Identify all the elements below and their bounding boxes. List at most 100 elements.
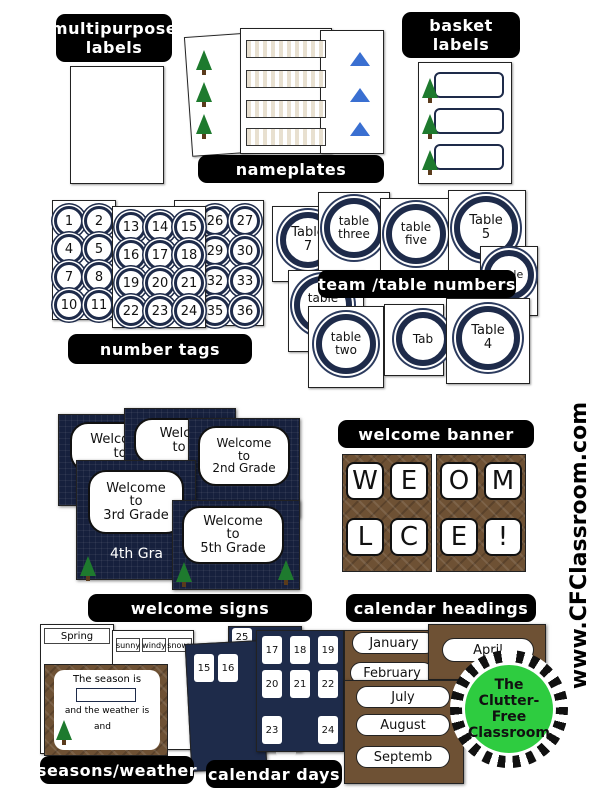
number-tag: 18: [174, 240, 204, 270]
number-tag: 14: [145, 212, 175, 242]
number-tag: 23: [145, 296, 175, 326]
multipurpose-label: [76, 142, 114, 166]
nameplate-strip: [246, 100, 326, 118]
banner-letter: O: [440, 462, 478, 500]
season-blank: [76, 688, 136, 702]
number-tag: 10: [54, 290, 84, 320]
tent-icon: [350, 52, 370, 66]
month-label: Septemb: [356, 746, 450, 768]
number-tag: 21: [174, 268, 204, 298]
multipurpose-label: [76, 76, 114, 100]
multipurpose-labels-title: multipurpose labels: [51, 14, 177, 62]
calendar-day: 23: [262, 716, 282, 744]
month-label: August: [356, 714, 450, 736]
banner-letter: M: [484, 462, 522, 500]
weather-label: sunny: [116, 638, 140, 652]
banner-letter: !: [484, 518, 522, 556]
basket-labels-title: basket labels: [402, 12, 520, 58]
number-tag: 4: [54, 234, 84, 264]
team-table-numbers-title: team /table numbers: [318, 270, 516, 298]
calendar-day: 16: [218, 654, 238, 682]
number-tag: 27: [230, 206, 260, 236]
side-url: www.CFClassroom.com: [562, 400, 598, 690]
number-tag: 5: [84, 234, 114, 264]
tree-icon: [422, 78, 438, 103]
number-tag: 24: [174, 296, 204, 326]
basket-label: [434, 144, 504, 170]
weather-and-text: and: [94, 722, 111, 732]
tree-icon: [196, 50, 212, 75]
number-tags-title: number tags: [68, 334, 252, 364]
number-tag: 16: [116, 240, 146, 270]
season-text: The season is: [72, 674, 142, 685]
banner-letter: W: [346, 462, 384, 500]
tent-icon: [350, 88, 370, 102]
calendar-day: 24: [318, 716, 338, 744]
welcome-sign-frame: Welcome to 2nd Grade: [198, 426, 290, 486]
month-label: February: [350, 662, 434, 684]
logo-text: The Clutter-Free Classroom: [468, 676, 550, 742]
nameplates-title: nameplates: [198, 155, 384, 183]
tree-icon: [56, 720, 72, 745]
calendar-day: 17: [262, 636, 282, 664]
tree-icon: [196, 82, 212, 107]
calendar-days-title: calendar days: [206, 760, 342, 788]
basket-label: [434, 72, 504, 98]
welcome-sign-frame: Welcome to 3rd Grade: [88, 470, 184, 534]
tree-icon: [196, 114, 212, 139]
weather-label: windy: [142, 638, 166, 652]
calendar-day: 21: [290, 670, 310, 698]
multipurpose-label: [122, 76, 160, 100]
calendar-day: 22: [318, 670, 338, 698]
weather-text: and the weather is: [64, 706, 150, 716]
banner-letter: E: [390, 462, 428, 500]
calendar-day: 15: [194, 654, 214, 682]
calendar-day: 18: [290, 636, 310, 664]
welcome-signs-title: welcome signs: [88, 594, 312, 622]
multipurpose-label: [122, 108, 160, 132]
month-label: July: [356, 686, 450, 708]
seasons-weather-title: seasons/weather: [37, 756, 197, 784]
number-tag: 30: [230, 236, 260, 266]
welcome-sign-frame: Welcome to 5th Grade: [182, 506, 284, 564]
tree-icon: [422, 114, 438, 139]
tree-icon: [80, 556, 96, 581]
number-tag: 17: [145, 240, 175, 270]
tree-icon: [278, 560, 294, 585]
basket-label: [434, 108, 504, 134]
welcome-banner-title: welcome banner: [338, 420, 534, 448]
calendar-headings-title: calendar headings: [346, 594, 536, 622]
multipurpose-label: [76, 108, 114, 132]
number-tag: 20: [145, 268, 175, 298]
number-tag: 15: [174, 212, 204, 242]
number-tag: 2: [84, 206, 114, 236]
calendar-day: 20: [262, 670, 282, 698]
tree-icon: [176, 562, 192, 587]
month-label: January: [352, 632, 436, 654]
number-tag: 22: [116, 296, 146, 326]
banner-letter: E: [440, 518, 478, 556]
number-tag: 7: [54, 262, 84, 292]
welcome-sign-partial-text: 4th Gra: [110, 546, 163, 562]
number-tag: 8: [84, 262, 114, 292]
number-tag: 11: [84, 290, 114, 320]
logo-inner: The Clutter-Free Classroom: [462, 662, 556, 756]
side-url-text: www.CFClassroom.com: [567, 401, 593, 689]
table-number-ring: Table 4: [456, 306, 520, 370]
number-tag: 19: [116, 268, 146, 298]
season-label-spring: Spring: [44, 628, 110, 644]
multipurpose-label: [122, 142, 160, 166]
nameplate-strip: [246, 70, 326, 88]
table-number-ring: table three: [324, 198, 384, 258]
number-tag: 13: [116, 212, 146, 242]
number-tag: 33: [230, 266, 260, 296]
number-tag: 1: [54, 206, 84, 236]
table-number-ring: Tab: [396, 312, 450, 366]
banner-letter: C: [390, 518, 428, 556]
nameplate-strip: [246, 40, 326, 58]
nameplate-strip: [246, 128, 326, 146]
calendar-day: 19: [318, 636, 338, 664]
tree-icon: [422, 150, 438, 175]
clutter-free-classroom-logo: The Clutter-Free Classroom: [450, 650, 568, 768]
banner-letter: L: [346, 518, 384, 556]
